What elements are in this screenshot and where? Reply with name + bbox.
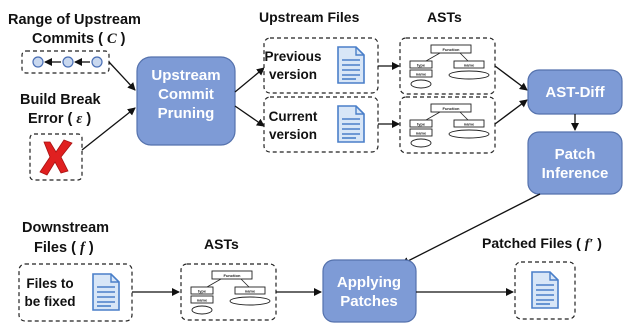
previous-label-1: Previous (264, 49, 321, 64)
upstream-files-title: Upstream Files (259, 9, 360, 25)
pruning-label-2: Commit (158, 86, 214, 103)
commit-dot-icon (91, 56, 103, 68)
svg-text:type: type (198, 289, 207, 294)
asts-bottom-title: ASTs (204, 236, 239, 252)
commit-dot-icon (62, 56, 74, 68)
svg-text:name: name (245, 289, 256, 294)
svg-text:Function: Function (443, 106, 460, 111)
svg-text:type: type (417, 122, 426, 127)
previous-label-2: version (269, 67, 317, 82)
files-fixed-label-2: be fixed (24, 294, 75, 309)
build-break-label: Build Break (20, 92, 102, 108)
ast-diff-label: AST-Diff (545, 84, 605, 101)
svg-text:name: name (416, 72, 427, 77)
range-label-line2: Commits ( C ) (32, 31, 126, 47)
document-icon (92, 273, 120, 311)
current-label-2: version (269, 127, 317, 142)
svg-text:Function: Function (443, 47, 460, 52)
ast-tree-icon: Function type name name (180, 263, 277, 321)
ast-tree-icon: Function type name name (399, 37, 496, 95)
patch-label-1: Patch (555, 146, 596, 163)
ast-tree-icon: Function type name name (399, 96, 496, 154)
asts-top-title: ASTs (427, 9, 462, 25)
range-label: Range of Upstream (8, 12, 141, 28)
svg-text:type: type (417, 63, 426, 68)
apply-label-1: Applying (337, 274, 401, 291)
document-icon (337, 46, 365, 84)
document-icon (531, 271, 559, 309)
commit-chain (32, 56, 103, 68)
document-icon (337, 105, 365, 143)
build-break-label-line2: Error ( ε ) (28, 111, 91, 127)
commit-dot-icon (32, 56, 44, 68)
pruning-label-1: Upstream (151, 67, 220, 84)
downstream-label-1: Downstream (22, 220, 109, 236)
svg-text:name: name (464, 122, 475, 127)
patch-label-2: Inference (542, 165, 609, 182)
patched-files-title: Patched Files ( f′ ) (482, 235, 602, 252)
applying-patches-process (322, 259, 417, 323)
apply-label-2: Patches (340, 293, 398, 310)
svg-text:name: name (464, 63, 475, 68)
pruning-process (136, 56, 236, 146)
error-x-icon (39, 139, 73, 176)
current-label-1: Current (269, 109, 318, 124)
downstream-label-2: Files ( f ) (34, 240, 94, 256)
pruning-label-3: Pruning (158, 105, 215, 122)
files-fixed-label-1: Files to (26, 276, 73, 291)
patch-inference-process (527, 131, 623, 195)
svg-text:name: name (197, 298, 208, 303)
svg-text:Function: Function (224, 273, 241, 278)
svg-text:name: name (416, 131, 427, 136)
